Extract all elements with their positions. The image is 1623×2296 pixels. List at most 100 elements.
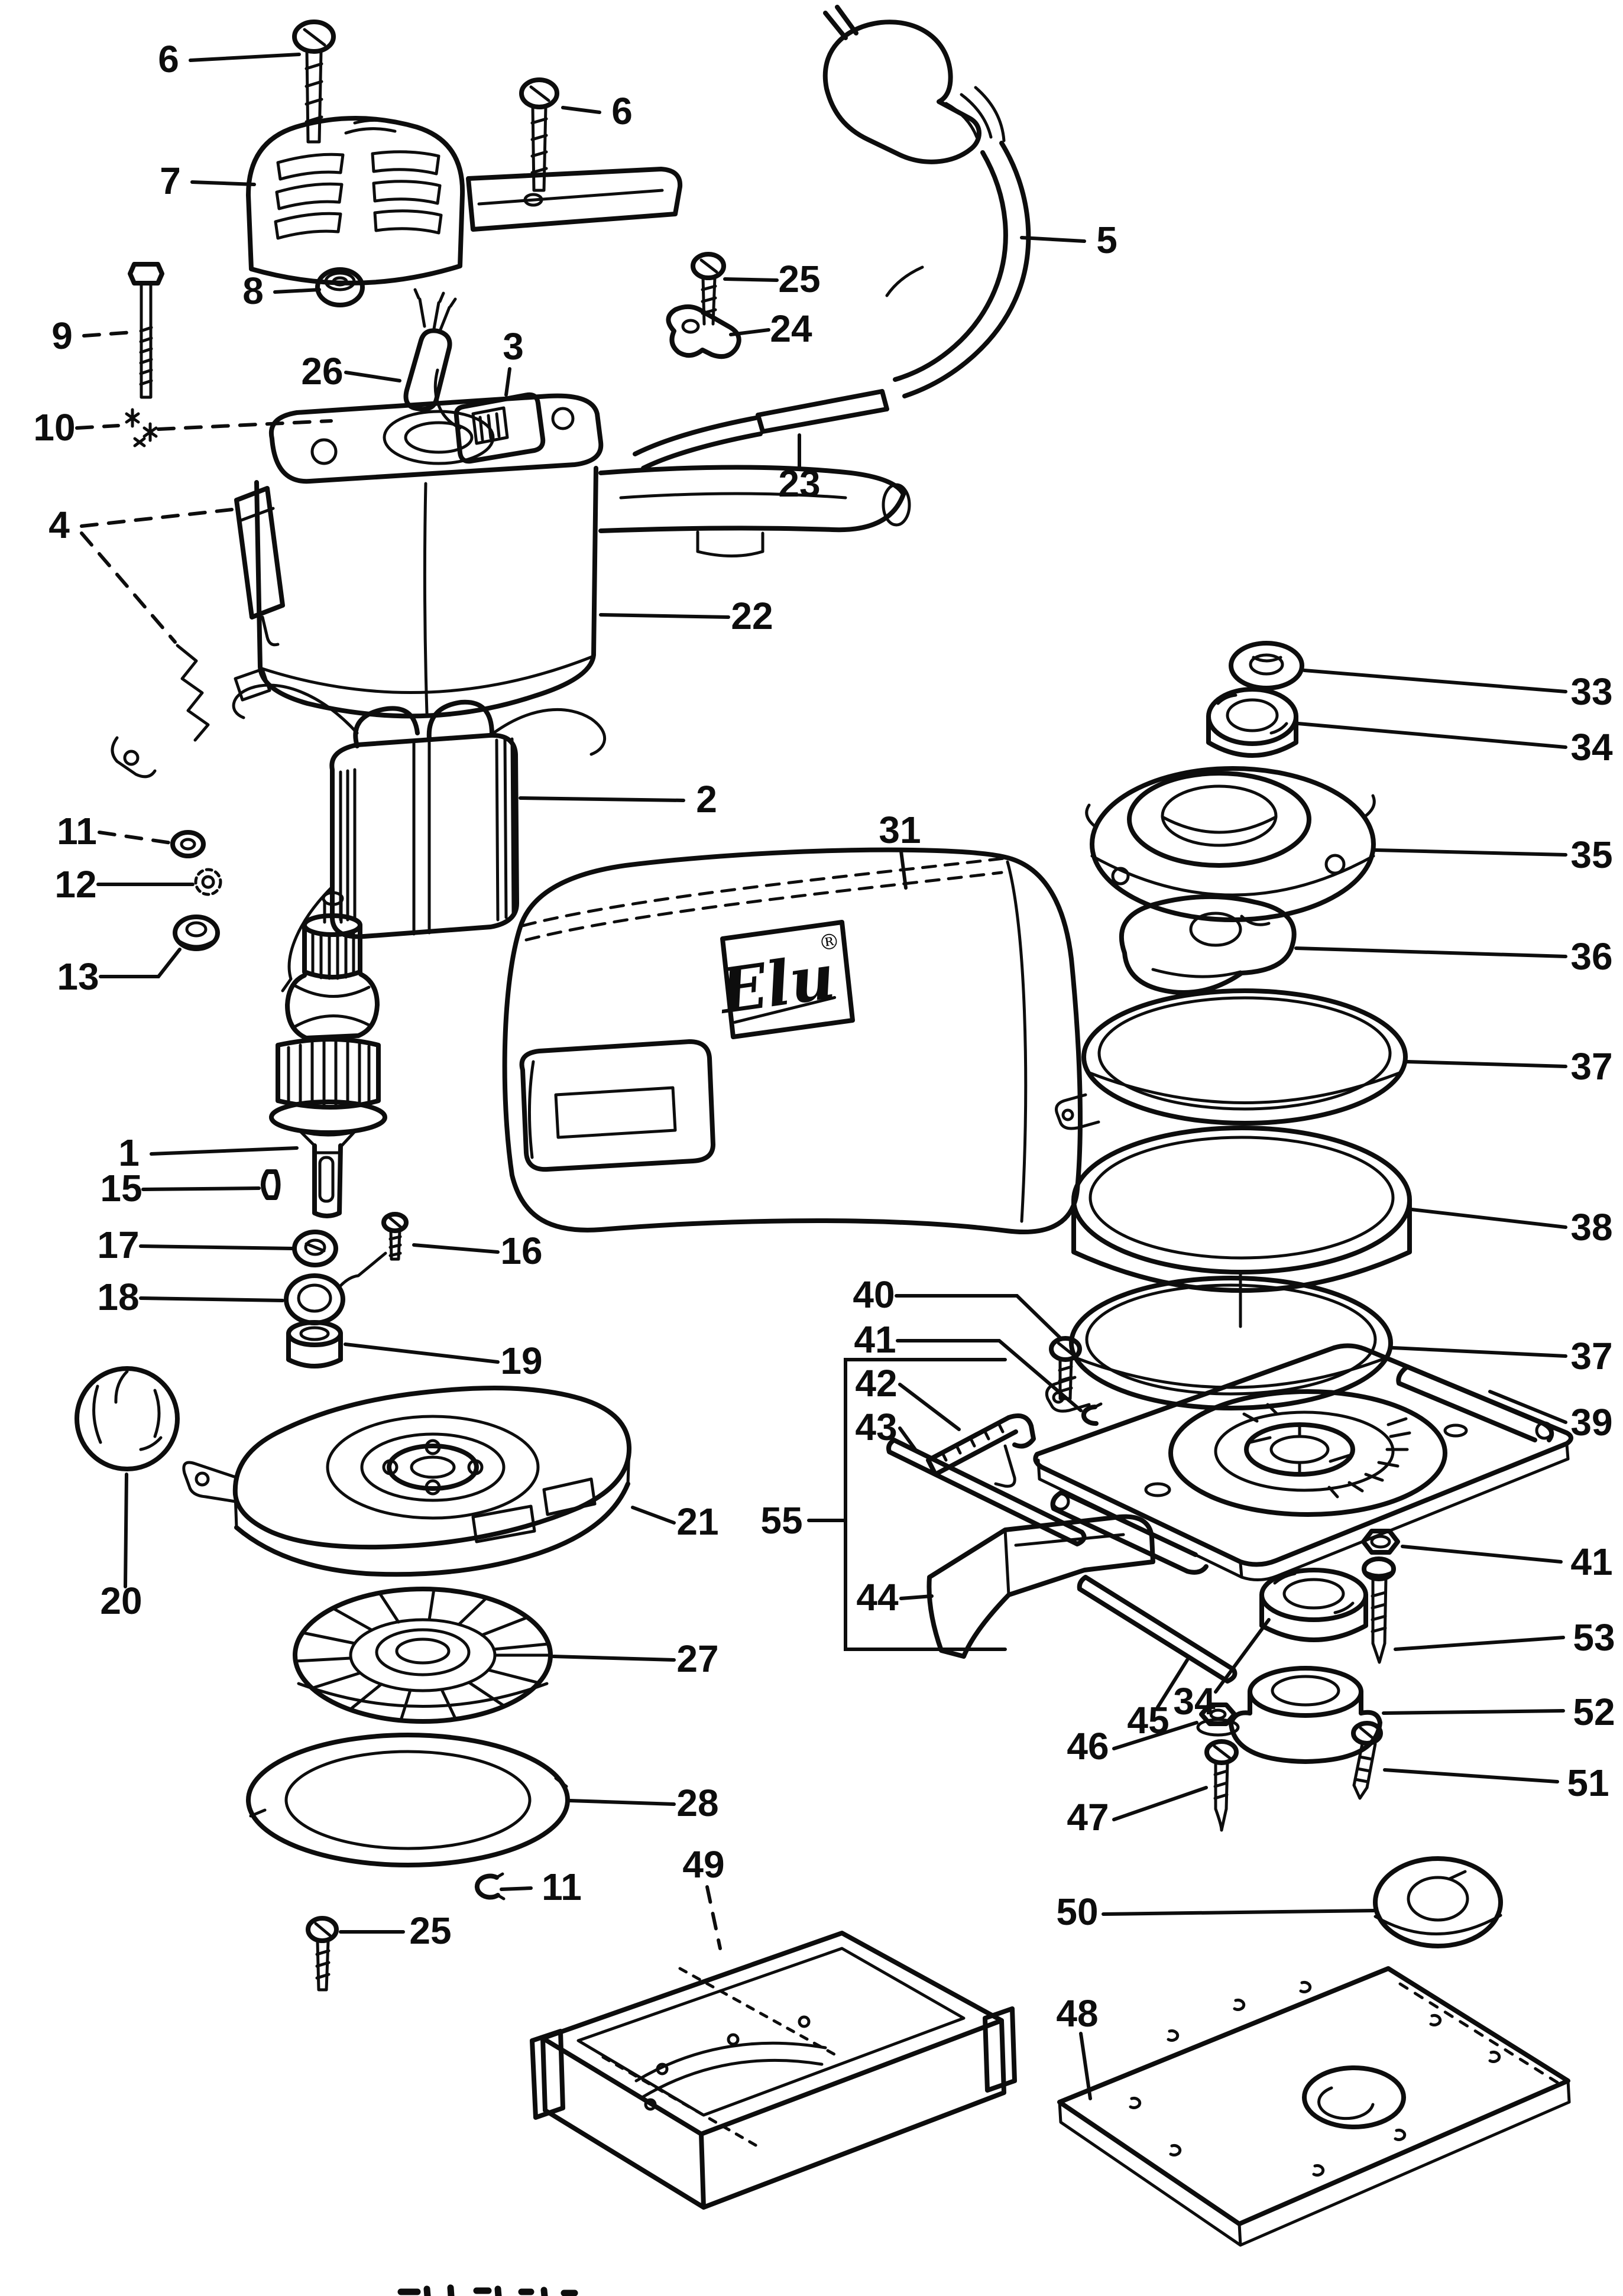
callout-34a: 34 — [1570, 726, 1613, 768]
part-7-handle-cover — [466, 167, 683, 232]
callout-53: 53 — [1573, 1616, 1615, 1659]
part-37-seal-ring-lower — [1045, 1276, 1393, 1413]
part-11-circlip — [474, 1872, 506, 1901]
part-24-cord-clamp — [666, 304, 741, 359]
part-50-washer — [1373, 1856, 1503, 1948]
part-9-long-bolt — [128, 262, 164, 399]
callout-10: 10 — [33, 406, 75, 449]
leader-lines — [75, 53, 1567, 2100]
callout-37a: 37 — [1570, 1045, 1612, 1088]
elu-logo: Elu ® — [714, 929, 842, 1028]
callout-18: 18 — [97, 1276, 139, 1318]
part-34-bearing-lower — [1259, 1568, 1368, 1642]
callout-55: 55 — [760, 1499, 802, 1542]
part-27-fan — [293, 1587, 553, 1724]
part-33-washer — [1229, 641, 1304, 690]
part-53-bolt — [1362, 1556, 1396, 1664]
part-43-clamp-rod — [886, 1438, 1087, 1546]
part-10-fasteners — [125, 408, 158, 447]
callout-33: 33 — [1570, 670, 1612, 713]
part-16-screw — [381, 1212, 409, 1261]
part-4-brush-set — [111, 486, 285, 779]
part-22-motor-housing — [254, 393, 911, 719]
registered-mark: ® — [817, 929, 841, 956]
callout-8: 8 — [242, 270, 264, 312]
callout-48: 48 — [1056, 1992, 1098, 2035]
part-34-bearing-upper — [1206, 687, 1298, 758]
callout-6a: 6 — [158, 38, 179, 80]
callout-12: 12 — [54, 863, 96, 906]
callout-17: 17 — [97, 1224, 139, 1266]
callout-20: 20 — [100, 1580, 142, 1622]
callout-46: 46 — [1067, 1725, 1109, 1768]
part-48-sanding-platen — [1057, 1966, 1571, 2247]
part-39-base-housing — [1033, 1343, 1573, 1581]
callout-41a: 41 — [854, 1318, 896, 1361]
callout-19: 19 — [500, 1340, 542, 1382]
part-13-bush — [173, 914, 220, 951]
part-45-clamp-rod-front — [1077, 1575, 1238, 1684]
callout-51: 51 — [1567, 1762, 1609, 1804]
part-6-screw-left — [292, 20, 336, 144]
part-23-cord-sleeve — [633, 389, 889, 471]
cropped-caption-fragment — [397, 2284, 578, 2296]
part-17-washer — [292, 1230, 338, 1267]
part-36-counterweight — [1119, 894, 1297, 995]
callout-28: 28 — [676, 1782, 718, 1824]
part-37-seal-ring-upper — [1055, 988, 1408, 1130]
part-41-clip — [1081, 1402, 1103, 1426]
callout-49: 49 — [682, 1843, 724, 1886]
callout-16: 16 — [500, 1230, 542, 1272]
callout-39: 39 — [1570, 1401, 1612, 1444]
callout-40: 40 — [853, 1273, 895, 1316]
part-49-sanding-frame — [530, 1931, 1017, 2210]
callout-6b: 6 — [611, 90, 633, 132]
callout-47: 47 — [1067, 1796, 1109, 1838]
callout-11a: 11 — [57, 810, 97, 852]
part-46-clamp-nut — [1196, 1702, 1240, 1737]
part-21-bearing-housing — [182, 1386, 632, 1577]
callout-24: 24 — [770, 307, 812, 350]
part-26-capacitor — [403, 288, 457, 412]
part-19-bearing — [286, 1320, 343, 1368]
callout-27: 27 — [676, 1637, 718, 1680]
callout-22: 22 — [731, 595, 773, 637]
callout-9: 9 — [51, 314, 73, 357]
callout-34b: 34 — [1173, 1680, 1216, 1723]
callout-numbers: 6 6 7 8 9 10 26 3 25 24 5 23 22 4 2 11 1… — [33, 38, 1615, 2035]
callout-44: 44 — [856, 1576, 899, 1619]
part-51-screw — [1351, 1721, 1383, 1800]
callout-36: 36 — [1570, 935, 1612, 978]
part-20-knob — [74, 1366, 180, 1471]
callout-25a: 25 — [778, 258, 820, 300]
part-15-key — [261, 1169, 281, 1200]
part-8-grommet — [315, 267, 365, 307]
callout-35: 35 — [1570, 834, 1612, 876]
callout-13: 13 — [57, 955, 99, 998]
part-47-screw — [1204, 1739, 1239, 1832]
part-38-rubber-collar — [1071, 1126, 1412, 1328]
part-18-shim — [284, 1251, 387, 1325]
part-52-bearing-retainer — [1229, 1666, 1382, 1764]
callout-5: 5 — [1096, 219, 1117, 261]
callout-50: 50 — [1056, 1890, 1098, 1933]
part-44-clamp-lever — [926, 1514, 1155, 1659]
callout-52: 52 — [1573, 1691, 1615, 1733]
callout-38: 38 — [1570, 1206, 1612, 1248]
part-35-eccentric-housing — [1085, 766, 1376, 926]
callout-3: 3 — [503, 325, 524, 368]
callout-26: 26 — [301, 350, 343, 393]
part-28-ring — [246, 1733, 570, 1867]
part-25-screw-bottom — [306, 1916, 339, 1992]
callout-23: 23 — [778, 462, 820, 505]
callout-31: 31 — [879, 809, 921, 851]
part-12-toothed-washer — [194, 868, 222, 896]
part-11-washer — [170, 830, 206, 858]
callout-7: 7 — [160, 160, 181, 202]
part-42-clamp-spring — [926, 1413, 1036, 1488]
part-41-nut — [1361, 1529, 1400, 1555]
callout-42: 42 — [855, 1362, 897, 1405]
callout-37b: 37 — [1570, 1335, 1612, 1377]
